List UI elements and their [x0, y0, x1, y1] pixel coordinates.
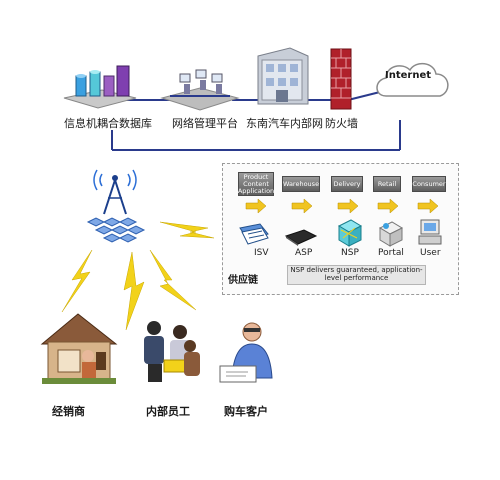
stage-arrow-icon	[417, 198, 439, 214]
user-computer-icon	[418, 219, 442, 245]
dealer-label: 经销商	[52, 405, 85, 418]
lightning-bolt-icon	[123, 251, 145, 331]
supply-chain-label: 供应链	[228, 275, 258, 286]
entity-nsp: NSP	[341, 248, 359, 258]
staff-label: 内部员工	[146, 405, 190, 418]
entity-portal: Portal	[378, 248, 404, 258]
lightning-bolt-icon	[159, 221, 215, 239]
car-buyer-label: 购车客户	[224, 405, 268, 418]
lightning-bolt-icon	[149, 249, 197, 311]
stage-warehouse: Warehouse	[282, 176, 320, 192]
dealer-house-icon	[40, 313, 118, 384]
entity-user: User	[420, 248, 441, 258]
intranet-building-icon	[257, 47, 309, 105]
asp-icon	[284, 229, 318, 246]
entity-isv: ISV	[254, 248, 269, 258]
stage-retail: Retail	[373, 176, 401, 192]
entity-asp: ASP	[295, 248, 313, 258]
nsp-icon	[337, 219, 363, 247]
internet-cloud-icon	[376, 62, 449, 97]
platform-label: 网络管理平台	[172, 117, 238, 130]
internet-label: Internet	[385, 70, 432, 81]
stage-product: Product Content Application	[237, 172, 275, 196]
database-label: 信息机耦合数据库	[64, 117, 152, 130]
lightning-bolt-icon	[61, 249, 93, 313]
stage-consumer: Consumer	[412, 176, 446, 192]
nsp-performance-note: NSP delivers guaranteed, application-lev…	[287, 265, 426, 285]
stage-arrow-icon	[291, 198, 313, 214]
database-cluster-icon	[63, 65, 137, 109]
stage-arrow-icon	[377, 198, 399, 214]
isv-icon	[239, 223, 269, 245]
staff-group-icon	[144, 321, 200, 382]
firewall-label: 防火墙	[325, 117, 358, 130]
stage-arrow-icon	[337, 198, 359, 214]
intranet-label: 东南汽车内部网	[246, 117, 323, 130]
firewall-icon	[330, 48, 352, 110]
management-platform-icon	[160, 69, 240, 111]
link-line	[347, 91, 381, 101]
stage-arrow-icon	[245, 198, 267, 214]
wireless-tower-icon	[86, 169, 146, 243]
car-buyer-icon	[219, 322, 273, 383]
stage-delivery: Delivery	[331, 176, 363, 192]
portal-icon	[378, 221, 404, 247]
